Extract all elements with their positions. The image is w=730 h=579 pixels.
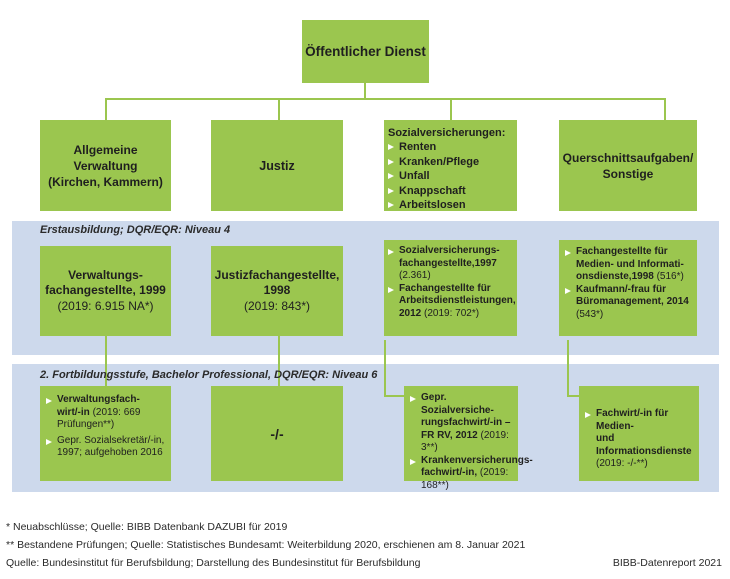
- footnote-1: * Neuabschlüsse; Quelle: BIBB Datenbank …: [6, 521, 288, 533]
- l6-quer-item1-l1: Fachwirt/-in für Medien-: [596, 408, 669, 432]
- l6-verwaltung-item1-stat-a: (2019: 669: [92, 406, 141, 418]
- l4-quer-item1-l3: onsdienste,1998: [576, 271, 654, 282]
- l4-quer-box: Fachangestellte für Medien- und Informat…: [559, 240, 697, 336]
- l4-sozial-item: Fachangestellte für Arbeitsdienstleistun…: [388, 282, 516, 321]
- l4-justiz-name2: 1998: [263, 283, 291, 298]
- l6-justiz-label: -/-: [270, 425, 284, 442]
- l4-sozial-item2-l3: 2012: [399, 307, 422, 319]
- l4-sozial-item1-l2: fachangestellte,1997: [399, 257, 497, 269]
- sector-justiz-label: Justiz: [259, 158, 295, 173]
- l6-verwaltung-item1-l1: Verwaltungsfach-: [57, 394, 140, 405]
- connector-horizontal: [105, 98, 665, 100]
- l4-verwaltung-name1: Verwaltungs-: [68, 267, 143, 282]
- l4-sozial-item2-l1: Fachangestellte für: [399, 282, 491, 294]
- connector-root-down: [364, 83, 366, 99]
- l6-sozial-item1-l3: FR RV, 2012: [421, 429, 478, 441]
- l6-quer-list: Fachwirt/-in für Medien- und Information…: [585, 408, 697, 471]
- l6-sozial-item2-l1: Krankenversicherungs-: [421, 454, 533, 466]
- l6-verwaltung-item1-stat-b: Prüfungen**): [57, 419, 115, 430]
- footnote-source: Quelle: Bundesinstitut für Berufsbildung…: [6, 557, 421, 569]
- l4-quer-item1-l2: Medien- und Informati-: [576, 258, 684, 270]
- sector-sozialversicherungen: Sozialversicherungen: Renten Kranken/Pfl…: [384, 120, 517, 211]
- connector-sozial-l6-v: [384, 340, 386, 396]
- root-label: Öffentlicher Dienst: [305, 44, 426, 59]
- l4-quer-list: Fachangestellte für Medien- und Informat…: [565, 246, 695, 321]
- l4-verwaltung-stat: (2019: 6.915 NA*): [57, 298, 154, 313]
- connector-drop-4: [664, 98, 666, 120]
- sector-allgemeine-verwaltung: Allgemeine Verwaltung (Kirchen, Kammern): [40, 120, 171, 211]
- l4-verwaltung-name2: fachangestellte, 1999: [45, 283, 166, 298]
- l4-verwaltung-box: Verwaltungs- fachangestellte, 1999 (2019…: [40, 246, 171, 336]
- l4-quer-item: Fachangestellte für Medien- und Informat…: [565, 246, 695, 284]
- sector-allgemeine-line1: Allgemeine Verwaltung: [73, 142, 138, 173]
- l4-sozial-item: Sozialversicherungs- fachangestellte,199…: [388, 245, 515, 283]
- l6-sozial-list: Gepr. Sozialversiche- rungsfachwirt/-in …: [410, 392, 533, 493]
- l4-sozial-item1-stat: (2.361): [399, 270, 431, 281]
- level4-label: Erstausbildung; DQR/EQR: Niveau 4: [40, 224, 231, 236]
- l6-sozial-item1-l1: Gepr. Sozialversiche-: [421, 392, 494, 416]
- l4-quer-item2-l1: Kaufmann/-frau für: [576, 283, 666, 295]
- l6-quer-item1-l2: und Informationsdienste: [596, 433, 692, 457]
- connector-quer-l6-v: [567, 340, 569, 396]
- l6-quer-item: Fachwirt/-in für Medien- und Information…: [585, 408, 697, 471]
- l6-verwaltung-item1-l2: wirt/-in: [57, 406, 90, 418]
- l4-sozial-list: Sozialversicherungs- fachangestellte,199…: [388, 245, 516, 321]
- l6-verwaltung-item2-l2: 1997; aufgehoben 2016: [57, 447, 163, 458]
- sector-sozial-item: Renten: [388, 140, 517, 154]
- l6-justiz-box: -/-: [211, 386, 343, 481]
- l4-sozial-item2-l2: Arbeitsdienstleistungen,: [399, 295, 516, 306]
- sector-sozial-title: Sozialversicherungen:: [388, 127, 506, 139]
- sector-sozial-item: Arbeitslosen: [388, 198, 517, 212]
- l6-verwaltung-list: Verwaltungsfach- wirt/-in (2019: 669 Prü…: [46, 394, 169, 460]
- connector-verwaltung-l6: [105, 336, 107, 386]
- sector-querschnittsaufgaben: Querschnittsaufgaben/ Sonstige: [559, 120, 697, 211]
- sector-sozial-item: Kranken/Pflege: [388, 155, 517, 169]
- l6-sozial-item2-stat-b: 168**): [421, 479, 449, 491]
- l4-quer-item1-l1: Fachangestellte für: [576, 246, 668, 257]
- l4-quer-item: Kaufmann/-frau für Büromanagement, 2014 …: [565, 284, 695, 322]
- l4-quer-item2-l2: Büromanagement, 2014: [576, 296, 689, 307]
- l4-justiz-name1: Justizfachangestellte,: [214, 267, 340, 282]
- l6-sozial-item2-stat-a: (2019:: [479, 467, 509, 478]
- footnote-credit: BIBB-Datenreport 2021: [612, 557, 722, 569]
- l4-quer-item2-stat: (543*): [576, 308, 604, 320]
- l6-verwaltung-item2-l1: Gepr. Sozialsekretär/-in,: [57, 434, 165, 446]
- sector-justiz: Justiz: [211, 120, 343, 211]
- connector-drop-2: [278, 98, 280, 120]
- sector-sozial-item: Unfall: [388, 169, 517, 183]
- sector-sozial-list: Renten Kranken/Pflege Unfall Knappschaft…: [388, 140, 517, 212]
- l6-sozial-item: Krankenversicherungs- fachwirt/-in, (201…: [410, 455, 533, 493]
- connector-drop-3: [450, 98, 452, 120]
- l6-verwaltung-item: Gepr. Sozialsekretär/-in, 1997; aufgehob…: [46, 435, 169, 460]
- l4-sozial-item2-stat: (2019: 702*): [424, 307, 480, 319]
- footnote-2: ** Bestandene Prüfungen; Quelle: Statist…: [6, 539, 526, 551]
- sector-quer-line2: Sonstige: [602, 166, 654, 181]
- l4-justiz-box: Justizfachangestellte, 1998 (2019: 843*): [211, 246, 343, 336]
- root-box: Öffentlicher Dienst: [302, 20, 429, 83]
- connector-quer-l6-h: [567, 395, 579, 397]
- l6-quer-box: Fachwirt/-in für Medien- und Information…: [579, 386, 699, 481]
- sector-allgemeine-line2: (Kirchen, Kammern): [48, 174, 163, 189]
- l6-sozial-item1-l2: rungsfachwirt/-in –: [421, 417, 511, 428]
- l6-sozial-item1-stat: (2019: 3**): [421, 429, 509, 454]
- l4-sozial-item1-l1: Sozialversicherungs-: [399, 245, 500, 256]
- l4-justiz-stat: (2019: 843*): [243, 298, 311, 313]
- l6-sozial-box: Gepr. Sozialversiche- rungsfachwirt/-in …: [404, 386, 533, 491]
- connector-justiz-l6: [278, 336, 280, 386]
- l6-verwaltung-item: Verwaltungsfach- wirt/-in (2019: 669 Prü…: [46, 394, 169, 432]
- l6-verwaltung-box: Verwaltungsfach- wirt/-in (2019: 669 Prü…: [40, 386, 171, 481]
- l4-quer-item1-stat: (516*): [656, 271, 684, 282]
- l6-sozial-item: Gepr. Sozialversiche- rungsfachwirt/-in …: [410, 392, 516, 455]
- connector-drop-1: [105, 98, 107, 120]
- connector-sozial-l6-h: [384, 395, 404, 397]
- sector-quer-line1: Querschnittsaufgaben/: [562, 150, 694, 165]
- l6-quer-item1-stat: (2019: -/-**): [596, 458, 648, 469]
- sector-sozial-item: Knappschaft: [388, 184, 517, 198]
- l4-sozial-box: Sozialversicherungs- fachangestellte,199…: [384, 240, 517, 336]
- l6-sozial-item2-l2: fachwirt/-in,: [421, 467, 478, 478]
- level6-label: 2. Fortbildungsstufe, Bachelor Professio…: [40, 369, 378, 381]
